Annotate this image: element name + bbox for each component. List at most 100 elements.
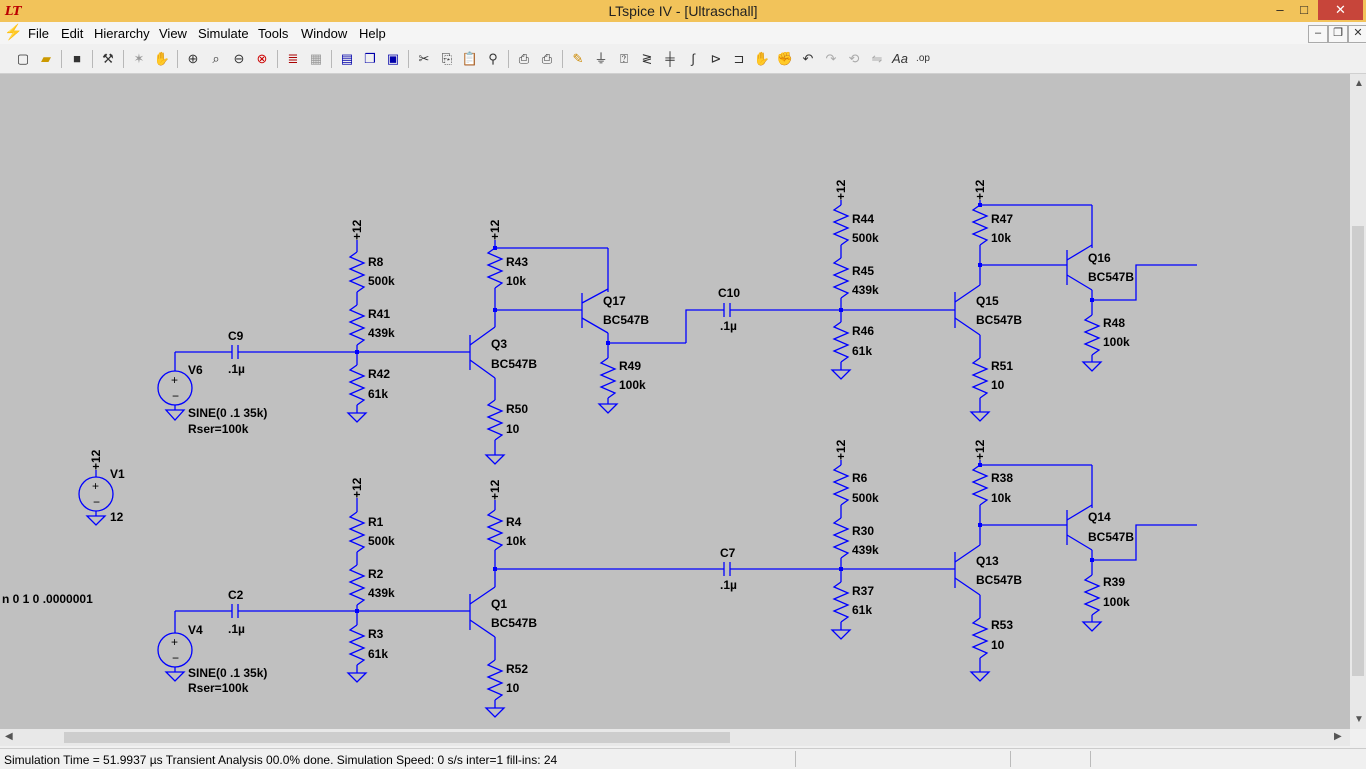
transistor-ref[interactable]: Q15 (976, 294, 999, 308)
resistor-ref[interactable]: R50 (506, 402, 528, 416)
zoom-in-icon[interactable]: ⊕ (187, 51, 199, 66)
capacitor-value[interactable]: .1µ (228, 362, 245, 376)
resistor-value[interactable]: 439k (852, 543, 879, 557)
resistor-value[interactable]: 100k (1103, 595, 1130, 609)
minimize-button[interactable]: – (1276, 2, 1284, 17)
resistor-ref[interactable]: R39 (1103, 575, 1125, 589)
horizontal-scroll-thumb[interactable] (64, 732, 730, 743)
resistor-ref[interactable]: R53 (991, 618, 1013, 632)
resistor-ref[interactable]: R41 (368, 307, 390, 321)
resistor-value[interactable]: 439k (368, 586, 395, 600)
pan-icon[interactable]: ✋ (153, 51, 171, 66)
resistor-ref[interactable]: R3 (368, 627, 384, 641)
spice-directive-text[interactable]: n 0 1 0 .0000001 (2, 592, 93, 606)
capacitor-ref[interactable]: C9 (228, 329, 244, 343)
mdi-restore-button[interactable]: ❐ (1328, 25, 1348, 43)
transistor-ref[interactable]: Q13 (976, 554, 999, 568)
copy-icon[interactable]: ⎘ (441, 51, 453, 66)
resistor-ref[interactable]: R1 (368, 515, 384, 529)
scroll-left-icon[interactable]: ◀ (5, 731, 13, 742)
resistor-ref[interactable]: R49 (619, 359, 641, 373)
menu-tools[interactable]: Tools (258, 26, 289, 41)
undo-icon[interactable]: ↶ (802, 51, 814, 66)
resistor-value[interactable]: 10 (991, 638, 1005, 652)
capacitor-value[interactable]: .1µ (720, 319, 737, 333)
transistor-model[interactable]: BC547B (491, 616, 537, 630)
resistor-ref[interactable]: R2 (368, 567, 384, 581)
resistor-value[interactable]: 439k (852, 283, 879, 297)
menu-window[interactable]: Window (301, 26, 348, 41)
diode-icon[interactable]: ⊳ (710, 51, 722, 66)
transistor-model[interactable]: BC547B (1088, 530, 1134, 544)
capacitor-ref[interactable]: C2 (228, 588, 244, 602)
source-rser[interactable]: Rser=100k (188, 681, 249, 695)
resistor-value[interactable]: 500k (852, 231, 879, 245)
scroll-up-icon[interactable]: ▲ (1354, 78, 1364, 89)
resistor-icon[interactable]: ≷ (641, 51, 653, 66)
paste-icon[interactable]: 📋 (461, 51, 479, 66)
transistor-ref[interactable]: Q3 (491, 337, 507, 351)
transistor-ref[interactable]: Q17 (603, 294, 626, 308)
resistor-ref[interactable]: R8 (368, 255, 384, 269)
new-schematic-icon[interactable]: ▢ (16, 51, 30, 66)
resistor-ref[interactable]: R6 (852, 471, 868, 485)
capacitor-icon[interactable]: ╪ (665, 51, 675, 66)
schematic-doc-icon[interactable]: ⚡ (4, 24, 23, 41)
resistor-value[interactable]: 10k (991, 491, 1011, 505)
source-rser[interactable]: Rser=100k (188, 422, 249, 436)
redo-icon[interactable]: ↷ (825, 51, 837, 66)
move-icon[interactable]: ✋ (753, 51, 771, 66)
drag-icon[interactable]: ✊ (776, 51, 794, 66)
source-value[interactable]: SINE(0 .1 35k) (188, 406, 267, 420)
resistor-ref[interactable]: R46 (852, 324, 874, 338)
resistor-value[interactable]: 439k (368, 326, 395, 340)
resistor-value[interactable]: 100k (1103, 335, 1130, 349)
resistor-ref[interactable]: R45 (852, 264, 874, 278)
text-icon[interactable]: Aa (892, 51, 908, 66)
resistor-value[interactable]: 100k (619, 378, 646, 392)
resistor-value[interactable]: 61k (368, 647, 388, 661)
transistor-model[interactable]: BC547B (976, 313, 1022, 327)
resistor-ref[interactable]: R30 (852, 524, 874, 538)
resistor-ref[interactable]: R51 (991, 359, 1013, 373)
mdi-close-button[interactable]: ✕ (1348, 25, 1366, 43)
resistor-value[interactable]: 10 (506, 422, 520, 436)
resistor-value[interactable]: 500k (368, 274, 395, 288)
label-net-icon[interactable]: ⍰ (620, 51, 628, 66)
resistor-ref[interactable]: R43 (506, 255, 528, 269)
close-button[interactable]: ✕ (1318, 0, 1363, 20)
ltspice-logo-icon[interactable]: LT (5, 4, 22, 18)
resistor-value[interactable]: 61k (852, 603, 872, 617)
resistor-value[interactable]: 500k (852, 491, 879, 505)
tile-windows-icon[interactable]: ▤ (340, 51, 354, 66)
scroll-down-icon[interactable]: ▼ (1354, 714, 1364, 725)
horizontal-scrollbar[interactable]: ◀ ▶ (0, 729, 1350, 746)
source-ref[interactable]: V6 (188, 363, 203, 377)
zoom-cancel-icon[interactable]: ⊗ (256, 51, 268, 66)
resistor-ref[interactable]: R44 (852, 212, 874, 226)
resistor-ref[interactable]: R48 (1103, 316, 1125, 330)
tile-horizontal-icon[interactable]: ≣ (287, 51, 299, 66)
capacitor-ref[interactable]: C7 (720, 546, 736, 560)
close-all-icon[interactable]: ▣ (386, 51, 400, 66)
menu-hierarchy[interactable]: Hierarchy (94, 26, 150, 41)
vertical-scroll-thumb[interactable] (1352, 226, 1364, 676)
rotate-icon[interactable]: ⟲ (848, 51, 860, 66)
cut-icon[interactable]: ✂ (418, 51, 430, 66)
transistor-ref[interactable]: Q14 (1088, 510, 1111, 524)
source-ref[interactable]: V4 (188, 623, 203, 637)
zoom-pan-icon[interactable]: ⌕ (212, 51, 220, 66)
transistor-model[interactable]: BC547B (1088, 270, 1134, 284)
resistor-ref[interactable]: R4 (506, 515, 522, 529)
scroll-right-icon[interactable]: ▶ (1334, 731, 1342, 742)
mirror-icon[interactable]: ⇋ (871, 51, 883, 66)
schematic-canvas[interactable]: + − + − + − +12 +12 +12 +12 (0, 74, 1350, 729)
menu-view[interactable]: View (159, 26, 187, 41)
find-icon[interactable]: ⚲ (488, 51, 498, 66)
zoom-out-icon[interactable]: ⊖ (233, 51, 245, 66)
run-icon[interactable]: ✶ (133, 51, 145, 66)
print-preview-icon[interactable]: ⎙ (518, 51, 530, 66)
resistor-value[interactable]: 500k (368, 534, 395, 548)
settings-icon[interactable]: ⚒ (102, 51, 114, 66)
vertical-scrollbar[interactable]: ▲ ▼ (1350, 74, 1366, 729)
